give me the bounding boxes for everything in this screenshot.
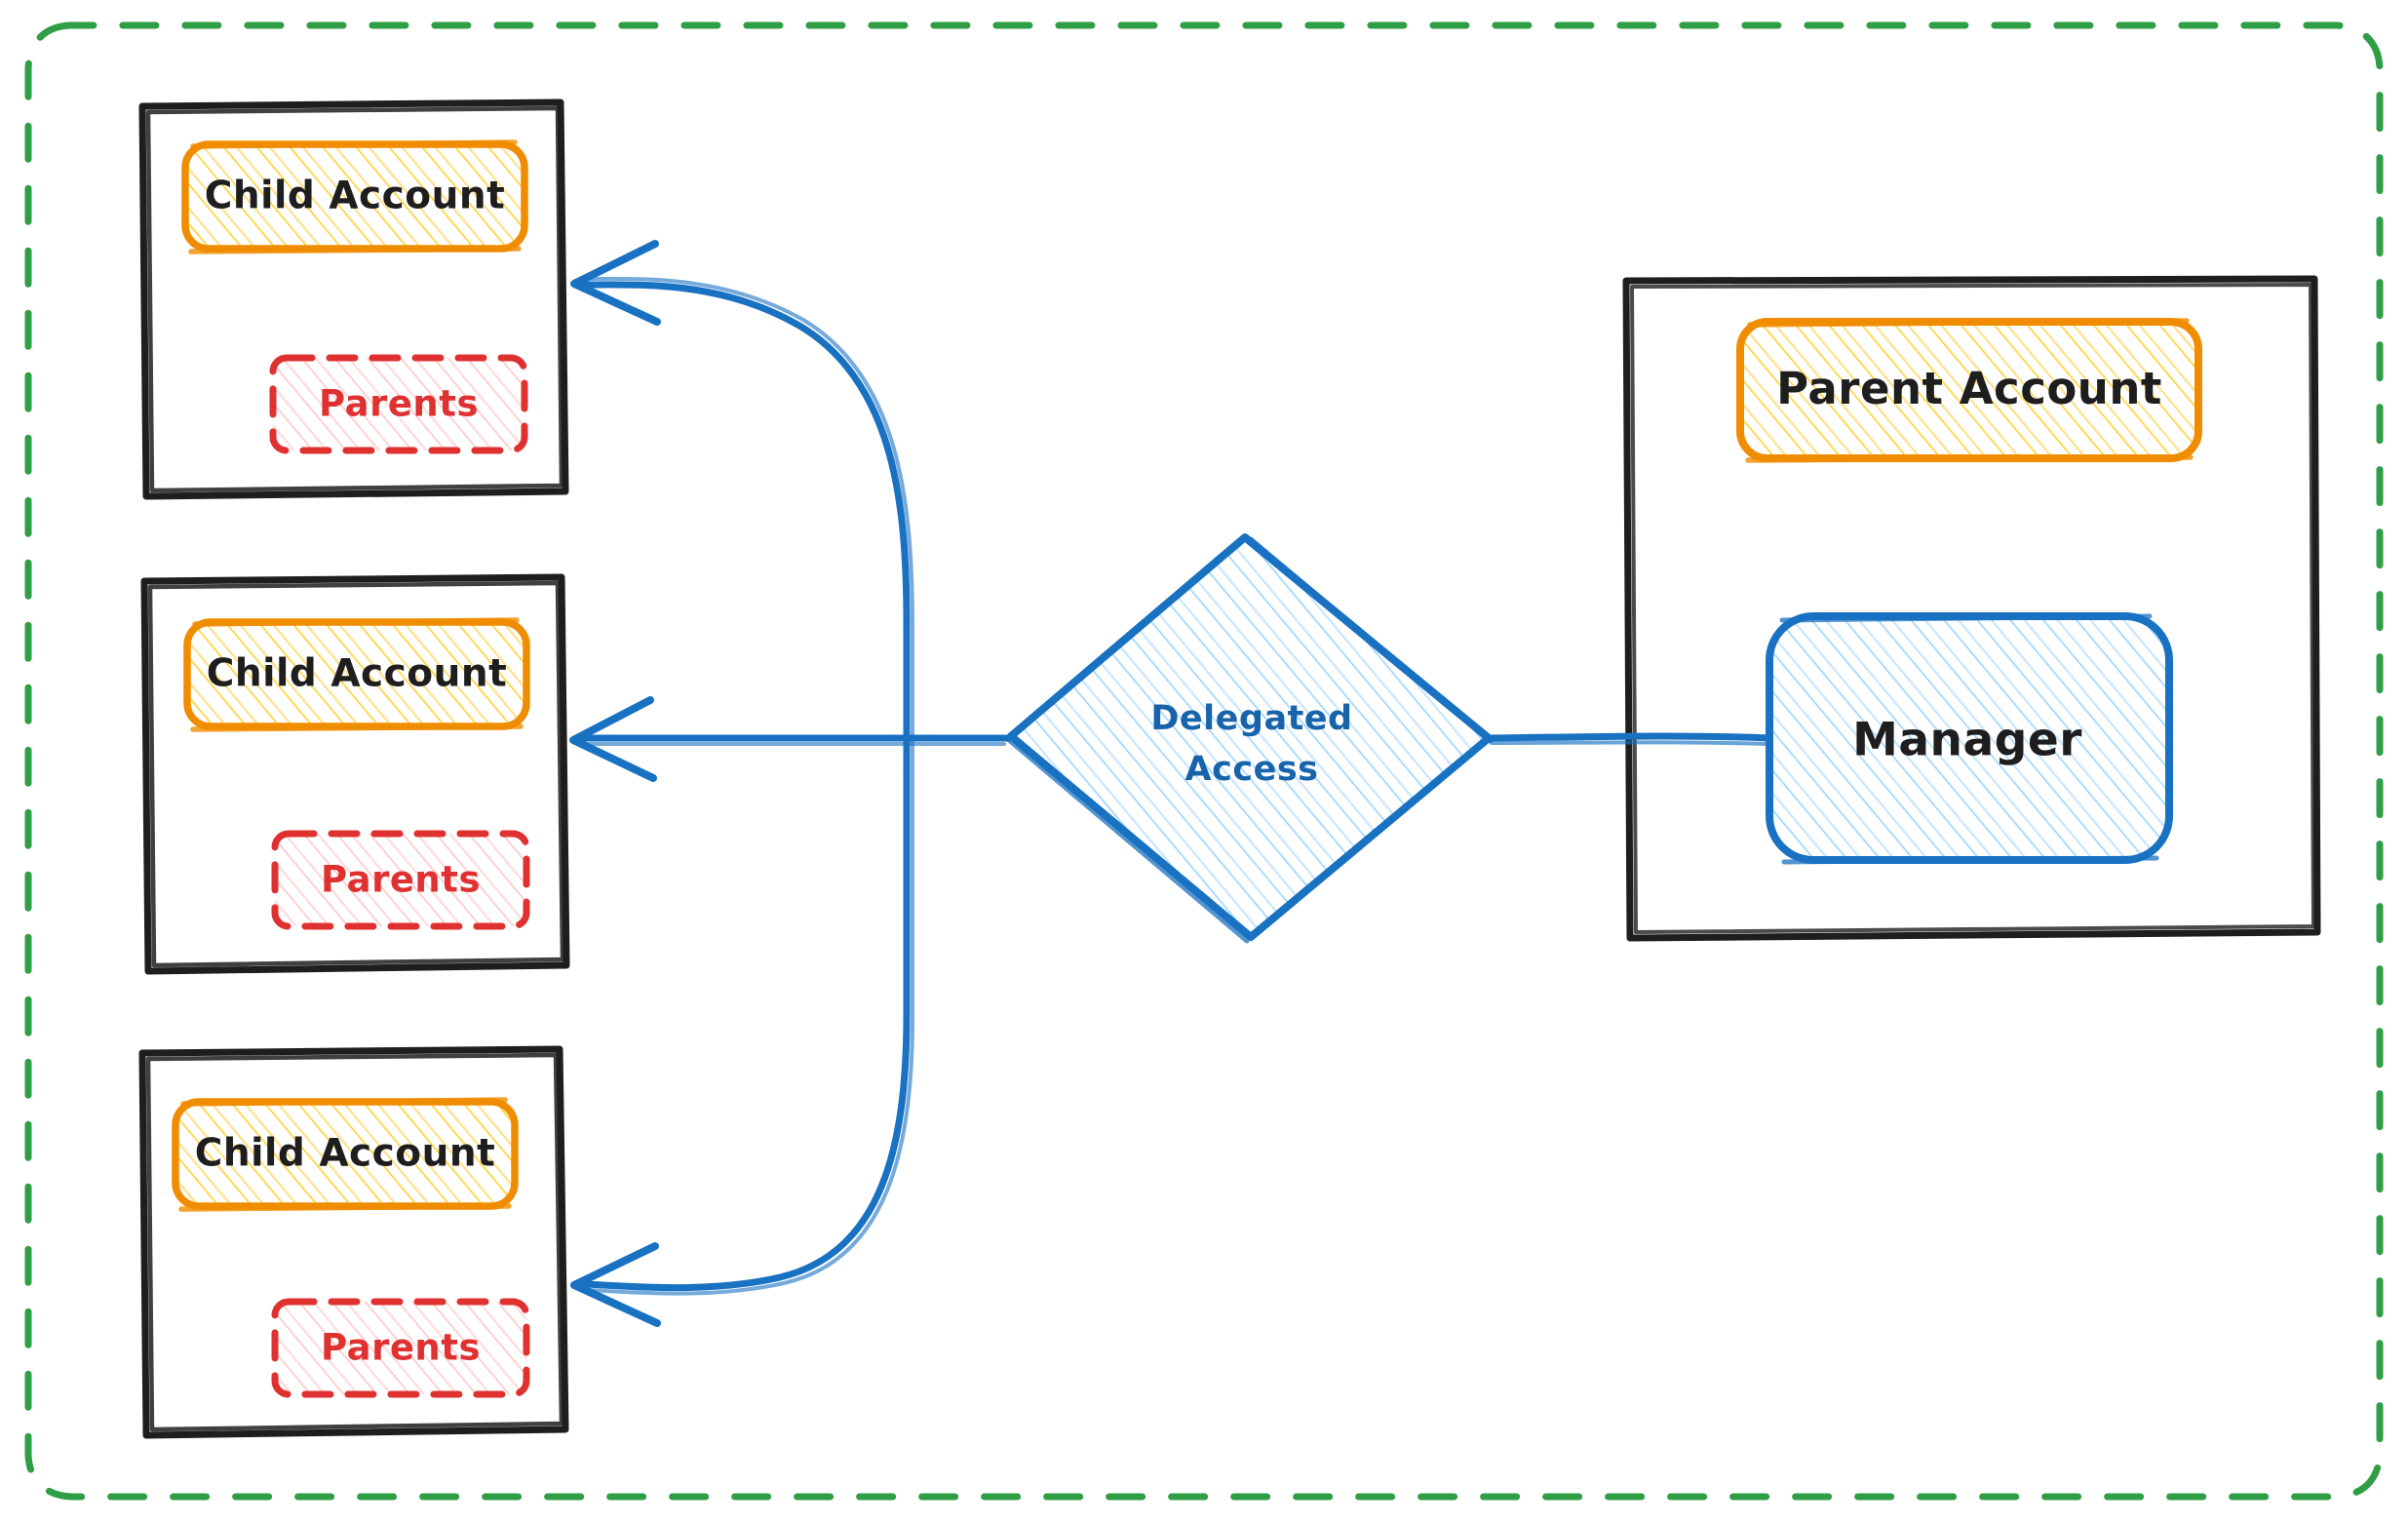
parents-label-3: Parents	[321, 1327, 481, 1369]
child-account-card-3[interactable]: Child Account Parents	[138, 1045, 569, 1439]
connector-delegated-access-to-child-2	[569, 696, 1013, 782]
parent-account-label: Parent Account	[1776, 363, 2162, 414]
parents-label-1: Parents	[319, 383, 479, 425]
parents-badge-2[interactable]: Parents	[271, 830, 530, 930]
delegated-access-line2: Access	[1185, 750, 1319, 789]
child-account-card-2[interactable]: Child Account Parents	[140, 573, 570, 975]
child-account-label-box-3[interactable]: Child Account	[172, 1097, 519, 1212]
delegated-access-diamond[interactable]: Delegated Access	[1006, 533, 1494, 944]
delegated-access-line1: Delegated	[1150, 699, 1352, 738]
child-account-title-2: Child Account	[207, 652, 508, 696]
parent-account-box[interactable]: Parent Account	[1736, 318, 2202, 463]
organization-boundary	[24, 21, 2384, 1501]
child-account-card-1[interactable]: Child Account Parents	[138, 98, 569, 500]
manager-label: Manager	[1852, 714, 2082, 767]
parents-badge-3[interactable]: Parents	[271, 1298, 530, 1398]
connector-manager-to-delegated-access	[1486, 732, 1773, 746]
parents-badge-1[interactable]: Parents	[269, 354, 528, 454]
manager-box[interactable]: Manager	[1766, 612, 2173, 865]
child-account-label-box-1[interactable]: Child Account	[181, 139, 528, 254]
child-account-label-box-2[interactable]: Child Account	[183, 617, 530, 732]
child-account-title-1: Child Account	[205, 175, 506, 218]
parents-label-2: Parents	[321, 859, 481, 901]
child-account-title-3: Child Account	[195, 1132, 496, 1176]
connector-delegated-access-to-child-3	[570, 734, 914, 1327]
parent-account-container[interactable]: Parent Account Manager	[1622, 275, 2321, 942]
connector-delegated-access-to-child-1	[570, 240, 914, 742]
